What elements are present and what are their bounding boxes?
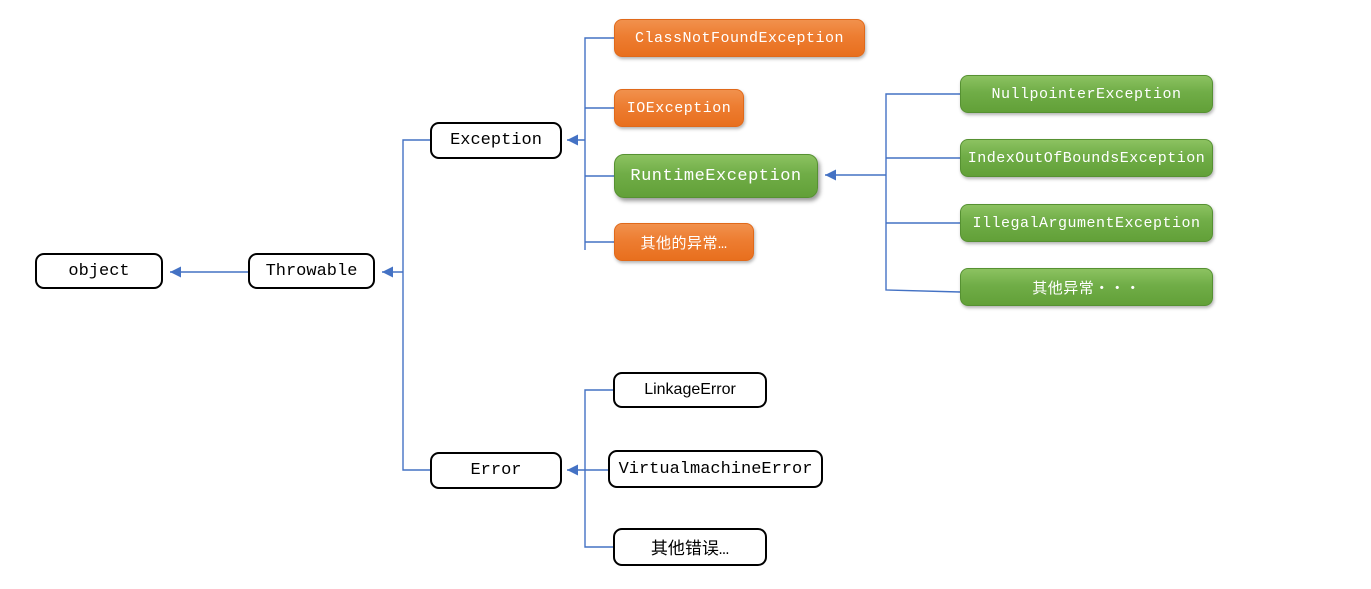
node-runtime-exception: RuntimeException: [614, 154, 818, 198]
bracket-exception-children: [584, 37, 614, 250]
node-throwable: Throwable: [248, 253, 375, 289]
node-other-errors: 其他错误…: [613, 528, 767, 566]
node-exception: Exception: [430, 122, 562, 159]
bracket-runtime-children: [885, 93, 961, 293]
node-class-not-found-exception: ClassNotFoundException: [614, 19, 865, 57]
node-error: Error: [430, 452, 562, 489]
bracket-exception-error: [402, 139, 430, 471]
node-other-exceptions-orange: 其他的异常…: [614, 223, 754, 261]
node-object: object: [35, 253, 163, 289]
node-null-pointer-exception: NullpointerException: [960, 75, 1213, 113]
node-illegal-argument-exception: IllegalArgumentException: [960, 204, 1213, 242]
bracket-error-children: [584, 389, 613, 548]
node-io-exception: IOException: [614, 89, 744, 127]
node-virtual-machine-error: VirtualmachineError: [608, 450, 823, 488]
node-index-out-of-bounds-exception: IndexOutOfBoundsException: [960, 139, 1213, 177]
node-other-exceptions-green: 其他异常・・・: [960, 268, 1213, 306]
node-linkage-error: LinkageError: [613, 372, 767, 408]
